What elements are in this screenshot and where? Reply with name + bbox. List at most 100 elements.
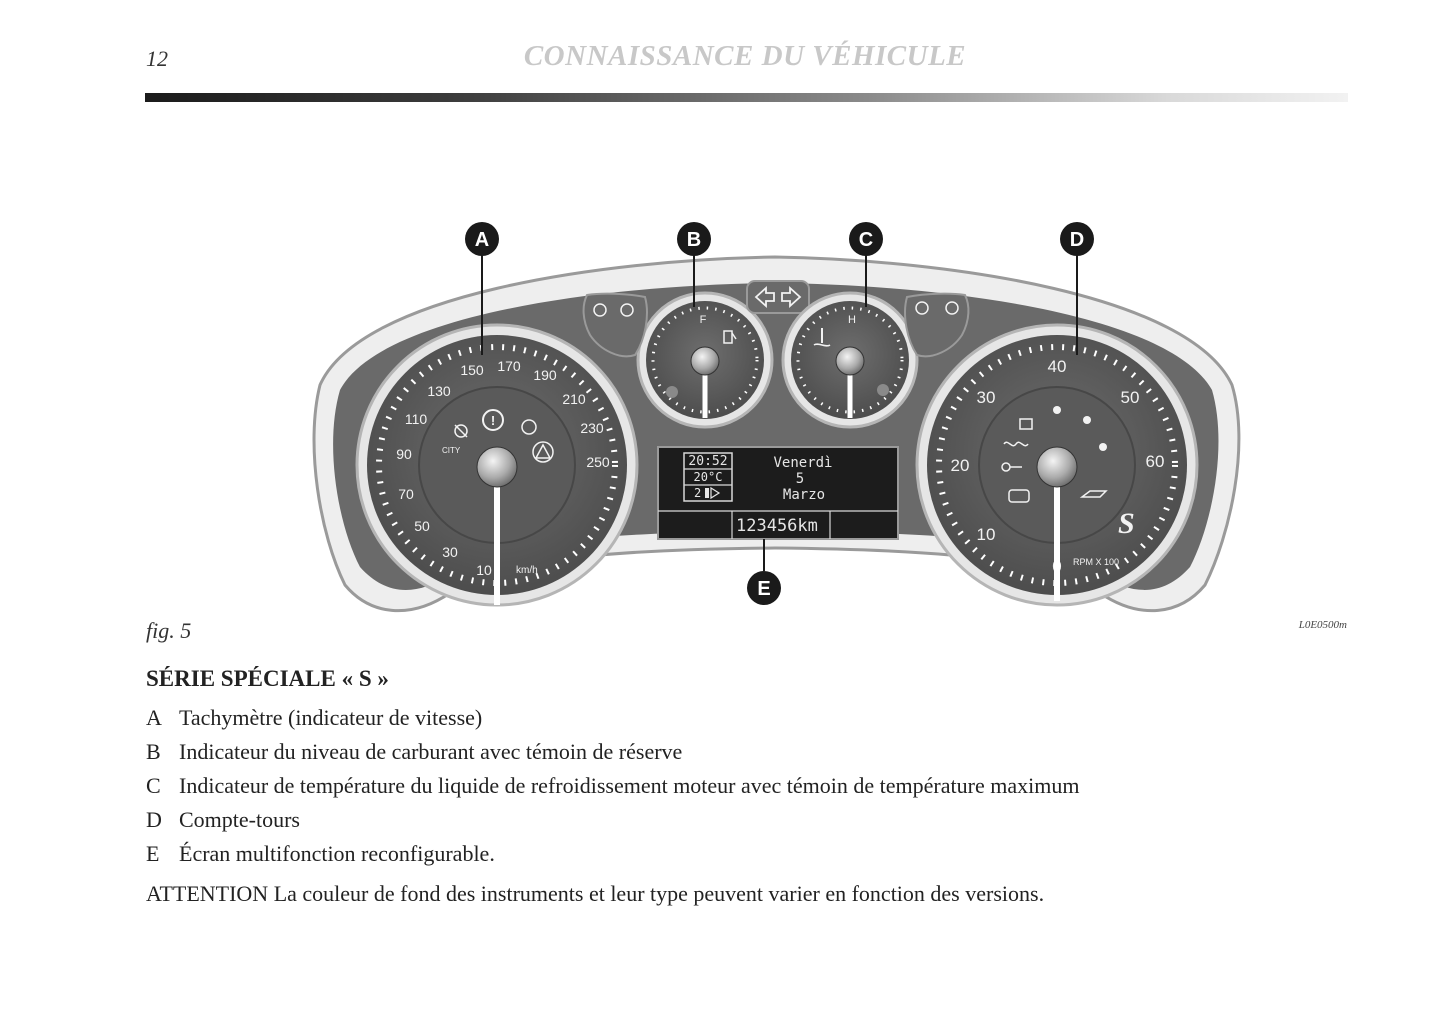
legend-item: C Indicateur de température du liquide de… bbox=[146, 773, 1079, 807]
right-turn-arrow-icon bbox=[781, 285, 802, 309]
rpm-label-60: 60 bbox=[1146, 452, 1165, 471]
legend-item: D Compte-tours bbox=[146, 807, 1079, 841]
figure-caption: fig. 5 bbox=[146, 618, 192, 643]
coolant-temperature-gauge: H bbox=[781, 291, 919, 429]
coolant-thermometer-icon bbox=[813, 328, 831, 347]
display-month: Marzo bbox=[783, 487, 825, 503]
speed-label-190: 190 bbox=[533, 367, 557, 383]
oil-pressure-icon bbox=[1079, 490, 1108, 498]
legend-text: Tachymètre (indicateur de vitesse) bbox=[179, 705, 483, 730]
abs-icon bbox=[521, 419, 537, 435]
page-number: 12 bbox=[146, 46, 168, 71]
rpm-label-30: 30 bbox=[977, 388, 996, 407]
display-time: 20:52 bbox=[688, 454, 727, 469]
rpm-label-40: 40 bbox=[1048, 357, 1067, 376]
speed-label-30: 30 bbox=[442, 544, 458, 560]
speed-label-150: 150 bbox=[460, 362, 484, 378]
parking-brake-icon: ! bbox=[482, 409, 504, 431]
fuel-hub bbox=[690, 346, 720, 376]
rpm-label-20: 20 bbox=[951, 456, 970, 475]
front-fog-light-icon bbox=[593, 303, 607, 317]
instrument-cluster-illustration: 10 30 50 70 90 110 130 150 170 190 210 2… bbox=[312, 222, 1241, 613]
legend-text: Écran multifonction reconfigurable. bbox=[179, 841, 495, 866]
special-series-badge: S bbox=[1118, 507, 1135, 540]
figure-code: L0E0500m bbox=[1298, 619, 1347, 631]
temp-hot-mark: H bbox=[848, 314, 856, 326]
speed-label-250: 250 bbox=[586, 454, 610, 470]
tachometer-hub bbox=[1036, 446, 1078, 488]
section-heading: SÉRIE SPÉCIALE « S » bbox=[146, 666, 389, 691]
left-warning-pod bbox=[582, 292, 648, 358]
right-warning-pod bbox=[904, 292, 970, 358]
glow-plug-icon bbox=[1003, 441, 1029, 447]
speed-label-170: 170 bbox=[497, 358, 521, 374]
seatbelt-icon bbox=[1053, 406, 1061, 414]
immobilizer-key-icon bbox=[1001, 462, 1022, 472]
legend-list: A Tachymètre (indicateur de vitesse) B Ind… bbox=[146, 705, 1079, 875]
svg-text:!: ! bbox=[491, 413, 495, 428]
legend-item: B Indicateur du niveau de carburant avec … bbox=[146, 739, 1079, 773]
city-mode-label: CITY bbox=[442, 446, 461, 455]
callout-d: D bbox=[1060, 222, 1094, 256]
rear-fog-light-icon bbox=[945, 301, 959, 315]
dipped-beam-icon bbox=[620, 303, 634, 317]
display-odometer: 123456km bbox=[736, 516, 818, 536]
callout-c: C bbox=[849, 222, 883, 256]
airbag-icon bbox=[1083, 416, 1091, 424]
legend-text: Compte-tours bbox=[179, 807, 300, 832]
legend-letter: E bbox=[146, 841, 160, 866]
callout-e: E bbox=[747, 571, 781, 605]
fuel-full-mark: F bbox=[700, 314, 707, 326]
rpm-unit: RPM X 100 bbox=[1073, 557, 1119, 567]
callout-a: A bbox=[465, 222, 499, 256]
turn-signal-indicators bbox=[746, 280, 810, 314]
header-rule bbox=[145, 93, 1348, 102]
main-beam-icon bbox=[915, 301, 929, 315]
legend-item: A Tachymètre (indicateur de vitesse) bbox=[146, 705, 1079, 739]
speedometer: 10 30 50 70 90 110 130 150 170 190 210 2… bbox=[355, 323, 639, 607]
left-turn-arrow-icon bbox=[754, 285, 775, 309]
gear-shift-indicator-icon bbox=[705, 486, 721, 500]
svg-text:B: B bbox=[687, 229, 701, 251]
max-temp-indicator bbox=[877, 384, 889, 396]
display-date: 5 bbox=[796, 471, 804, 487]
attention-note: ATTENTION La couleur de fond des instrum… bbox=[146, 881, 1045, 906]
instrument-cluster-figure: 10 30 50 70 90 110 130 150 170 190 210 2… bbox=[300, 215, 1250, 655]
speed-label-90: 90 bbox=[396, 446, 412, 462]
speed-label-110: 110 bbox=[405, 411, 428, 427]
legend-letter: A bbox=[146, 705, 162, 730]
legend-item: E Écran multifonction reconfigurable. bbox=[146, 841, 1079, 875]
speed-label-210: 210 bbox=[562, 391, 586, 407]
speed-label-50: 50 bbox=[414, 518, 430, 534]
door-open-icon bbox=[1019, 418, 1033, 430]
callout-b: B bbox=[677, 222, 711, 256]
tachometer: 0 10 20 30 40 50 60 RPM X 100 S bbox=[915, 323, 1199, 607]
svg-text:D: D bbox=[1070, 229, 1084, 251]
speed-label-130: 130 bbox=[427, 383, 451, 399]
fuel-reserve-indicator bbox=[666, 386, 678, 398]
fuel-gauge: F bbox=[636, 291, 774, 429]
legend-text: Indicateur de température du liquide de … bbox=[179, 773, 1080, 798]
legend-letter: D bbox=[146, 807, 162, 832]
svg-text:C: C bbox=[859, 229, 873, 251]
speed-label-230: 230 bbox=[580, 420, 604, 436]
speed-unit: km/h bbox=[516, 565, 538, 576]
legend-letter: B bbox=[146, 739, 161, 764]
engine-check-icon bbox=[1008, 489, 1030, 503]
legend-letter: C bbox=[146, 773, 161, 798]
rpm-label-50: 50 bbox=[1121, 388, 1140, 407]
display-day: Venerdì bbox=[773, 455, 832, 471]
speed-label-10: 10 bbox=[476, 562, 492, 578]
passenger-airbag-icon bbox=[1099, 443, 1107, 451]
legend-text: Indicateur du niveau de carburant avec t… bbox=[179, 739, 683, 764]
speedometer-hub bbox=[476, 446, 518, 488]
power-steering-icon bbox=[454, 424, 468, 438]
display-outside-temp: 20°C bbox=[694, 470, 723, 484]
svg-text:E: E bbox=[757, 578, 770, 600]
display-gear: 2 bbox=[694, 486, 701, 500]
chapter-title: CONNAISSANCE DU VÉHICULE bbox=[523, 40, 967, 72]
fuel-pump-icon bbox=[723, 330, 737, 344]
hazard-warning-icon bbox=[532, 441, 554, 463]
speed-label-70: 70 bbox=[398, 486, 414, 502]
svg-text:A: A bbox=[475, 229, 489, 251]
